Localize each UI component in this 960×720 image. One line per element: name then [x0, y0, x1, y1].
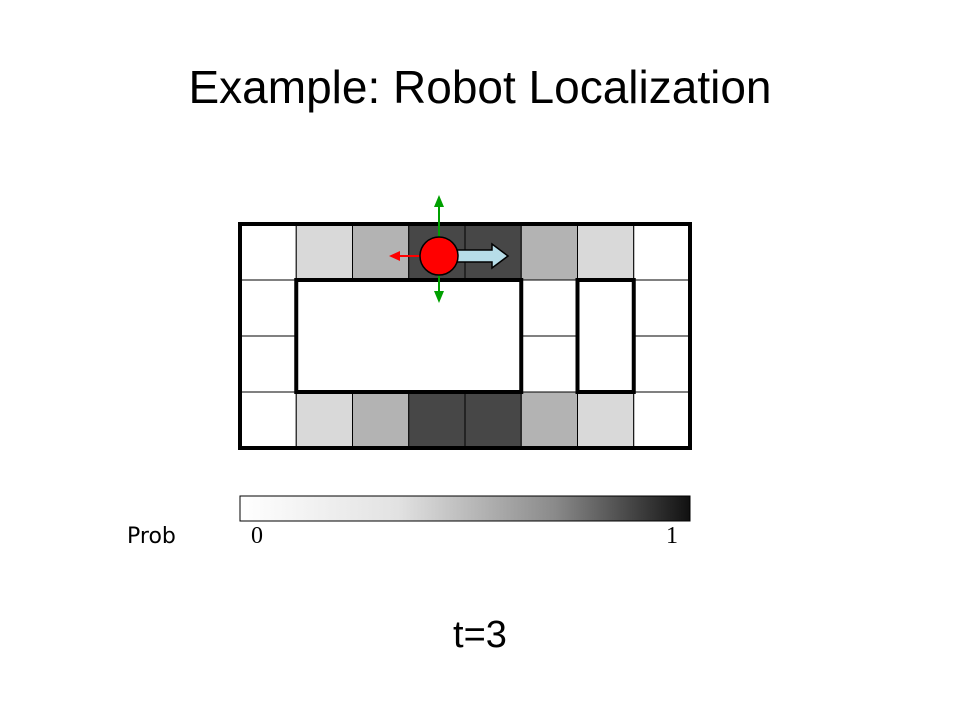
- grid-cell: [408, 391, 466, 449]
- grid-cell: [239, 279, 297, 337]
- grid-cell: [239, 223, 297, 281]
- grid-cell: [520, 391, 578, 449]
- grid-cell: [239, 391, 297, 449]
- grid-cell: [633, 223, 691, 281]
- grid-cell: [352, 223, 410, 281]
- grid-cell: [633, 279, 691, 337]
- grid-cell: [239, 335, 297, 393]
- robot-icon: [419, 236, 459, 276]
- down-arrow-icon: [434, 291, 444, 303]
- grid-cell: [577, 391, 635, 449]
- probability-scale-label: Prob: [127, 524, 176, 549]
- grid-cell: [633, 335, 691, 393]
- walls: [238, 222, 692, 450]
- grid-cell: [352, 391, 410, 449]
- probability-scale-min: 0: [251, 523, 263, 549]
- grid-cell: [633, 391, 691, 449]
- inner-wall-left: [294, 278, 524, 394]
- inner-wall-right: [575, 278, 636, 394]
- grid-cell: [520, 335, 578, 393]
- grid-cell: [464, 391, 522, 449]
- grid-cell: [520, 223, 578, 281]
- grid-cell: [295, 391, 353, 449]
- move-right-arrow: [451, 242, 510, 270]
- robot-group: [389, 195, 510, 303]
- probability-scale-bar: [239, 495, 691, 522]
- grid-cell: [577, 223, 635, 281]
- up-arrow-icon: [434, 195, 444, 207]
- left-arrow-icon: [389, 251, 400, 261]
- probability-scale-max: 1: [666, 523, 678, 549]
- outer-wall: [238, 222, 692, 450]
- grid-cell: [295, 223, 353, 281]
- time-step-label: t=3: [453, 614, 507, 656]
- slide-title: Example: Robot Localization: [188, 61, 772, 113]
- grid-cell: [520, 279, 578, 337]
